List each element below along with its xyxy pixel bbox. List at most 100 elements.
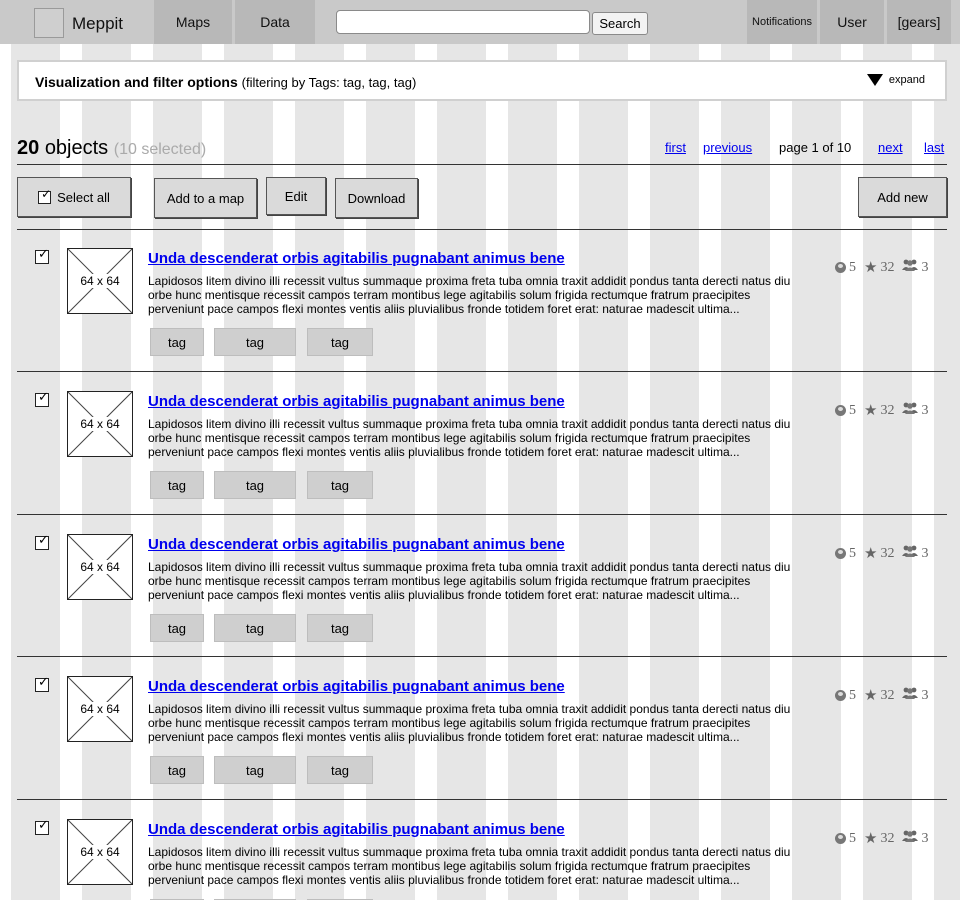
tag-chip[interactable]: tag <box>150 614 204 642</box>
tag-chip[interactable]: tag <box>150 328 204 356</box>
nav-gears[interactable]: [gears] <box>887 0 951 44</box>
maps-count: 5 <box>849 687 856 703</box>
list-item: ✓ 64 x 64 Unda descenderat orbis agitabi… <box>17 516 947 659</box>
item-title[interactable]: Unda descenderat orbis agitabilis pugnab… <box>148 536 565 553</box>
tag-chip[interactable]: tag <box>150 471 204 499</box>
stars-count: 32 <box>880 830 895 846</box>
filter-panel: Visualization and filter options (filter… <box>17 60 947 101</box>
item-stats: 5 ★ 32 3 <box>835 401 928 420</box>
item-title[interactable]: Unda descenderat orbis agitabilis pugnab… <box>148 250 565 267</box>
item-title[interactable]: Unda descenderat orbis agitabilis pugnab… <box>148 821 565 838</box>
divider <box>17 514 947 515</box>
star-icon: ★ <box>864 688 878 704</box>
tag-chip[interactable]: tag <box>214 328 296 356</box>
item-checkbox[interactable]: ✓ <box>35 390 49 407</box>
item-title[interactable]: Unda descenderat orbis agitabilis pugnab… <box>148 678 565 695</box>
maps-count: 5 <box>849 545 856 561</box>
edit-button[interactable]: Edit <box>266 177 326 215</box>
list-item: ✓ 64 x 64 Unda descenderat orbis agitabi… <box>17 373 947 516</box>
users-count: 3 <box>921 545 929 561</box>
filter-title-text: Visualization and filter options <box>35 74 238 90</box>
list-item: ✓ 64 x 64 Unda descenderat orbis agitabi… <box>17 658 947 801</box>
star-icon: ★ <box>864 546 878 562</box>
globe-icon <box>835 833 846 844</box>
divider <box>17 799 947 800</box>
checkbox-icon: ✓ <box>38 188 51 204</box>
tag-chip[interactable]: tag <box>307 471 373 499</box>
app-name[interactable]: Meppit <box>72 14 124 33</box>
item-title[interactable]: Unda descenderat orbis agitabilis pugnab… <box>148 393 565 410</box>
pager-first[interactable]: first <box>665 140 686 155</box>
search-button[interactable]: Search <box>592 12 648 35</box>
item-stats: 5 ★ 32 3 <box>835 258 928 277</box>
star-icon: ★ <box>864 831 878 847</box>
nav-tab-data[interactable]: Data <box>235 0 315 44</box>
add-to-map-button[interactable]: Add to a map <box>154 178 257 218</box>
logo-icon[interactable] <box>34 8 64 38</box>
page-info: page 1 of 10 <box>779 140 852 155</box>
star-icon: ★ <box>864 260 878 276</box>
tag-chip[interactable]: tag <box>214 756 296 784</box>
expand-toggle[interactable]: expand <box>866 74 925 86</box>
users-icon <box>902 402 919 419</box>
nav-tab-maps[interactable]: Maps <box>154 0 232 44</box>
thumbnail-placeholder[interactable]: 64 x 64 <box>67 248 133 314</box>
users-icon <box>902 259 919 276</box>
thumbnail-placeholder[interactable]: 64 x 64 <box>67 819 133 885</box>
item-checkbox[interactable]: ✓ <box>35 246 49 264</box>
stars-count: 32 <box>880 259 895 275</box>
users-count: 3 <box>921 402 929 418</box>
item-description: Lapidosos litem divino illi recessit vul… <box>148 845 791 887</box>
filter-note: (filtering by Tags: tag, tag, tag) <box>241 75 417 90</box>
globe-icon <box>835 262 846 273</box>
item-description: Lapidosos litem divino illi recessit vul… <box>148 274 791 316</box>
stars-count: 32 <box>880 545 895 561</box>
thumbnail-placeholder[interactable]: 64 x 64 <box>67 534 133 600</box>
stars-count: 32 <box>880 687 895 703</box>
thumbnail-label: 64 x 64 <box>79 274 121 288</box>
stars-count: 32 <box>880 402 895 418</box>
item-description: Lapidosos litem divino illi recessit vul… <box>148 702 791 744</box>
users-icon <box>902 545 919 562</box>
divider <box>17 656 947 657</box>
item-checkbox[interactable]: ✓ <box>35 675 49 692</box>
item-description: Lapidosos litem divino illi recessit vul… <box>148 560 791 602</box>
maps-count: 5 <box>849 402 856 418</box>
maps-count: 5 <box>849 830 856 846</box>
thumbnail-placeholder[interactable]: 64 x 64 <box>67 391 133 457</box>
add-new-button[interactable]: Add new <box>858 177 947 217</box>
item-checkbox[interactable]: ✓ <box>35 818 49 835</box>
divider <box>17 164 947 165</box>
list-item: ✓ 64 x 64 Unda descenderat orbis agitabi… <box>17 801 947 900</box>
thumbnail-placeholder[interactable]: 64 x 64 <box>67 676 133 742</box>
select-all-button[interactable]: ✓ Select all <box>17 177 131 217</box>
pager-next[interactable]: next <box>878 140 903 155</box>
triangle-down-icon <box>866 74 883 86</box>
tag-chip[interactable]: tag <box>307 614 373 642</box>
selected-count: (10 selected) <box>113 141 207 158</box>
check-mark-icon: ✓ <box>38 532 49 547</box>
globe-icon <box>835 548 846 559</box>
tag-chip[interactable]: tag <box>214 471 296 499</box>
divider <box>17 371 947 372</box>
tag-chip[interactable]: tag <box>307 756 373 784</box>
star-icon: ★ <box>864 403 878 419</box>
count-label: objects <box>44 137 109 159</box>
nav-notifications[interactable]: Notifications <box>747 0 817 44</box>
top-bar: Meppit Maps Data Search Notifications Us… <box>0 0 960 44</box>
divider <box>17 229 947 230</box>
tag-chip[interactable]: tag <box>214 614 296 642</box>
pager-previous[interactable]: previous <box>703 140 753 155</box>
tag-chip[interactable]: tag <box>150 756 204 784</box>
check-mark-icon: ✓ <box>38 246 49 261</box>
pager-last[interactable]: last <box>924 140 945 155</box>
tag-chip[interactable]: tag <box>307 328 373 356</box>
thumbnail-label: 64 x 64 <box>79 702 121 716</box>
globe-icon <box>835 690 846 701</box>
search-input[interactable] <box>336 10 590 34</box>
nav-user[interactable]: User <box>820 0 884 44</box>
download-button[interactable]: Download <box>335 178 418 218</box>
item-checkbox[interactable]: ✓ <box>35 532 49 550</box>
object-count: 20 objects (10 selected) <box>17 137 206 160</box>
globe-icon <box>835 405 846 416</box>
